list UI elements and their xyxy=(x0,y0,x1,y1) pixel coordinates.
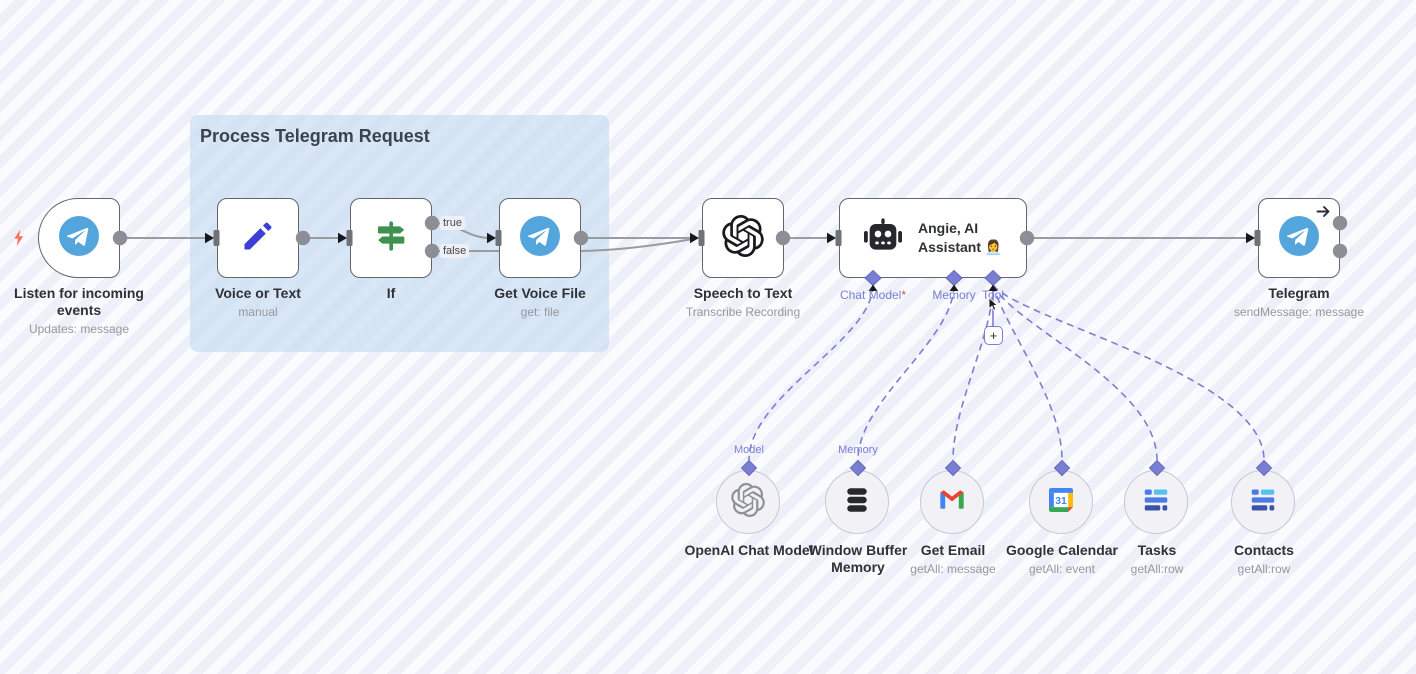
port-label-model: Model xyxy=(734,444,764,456)
port-tool-diamond[interactable] xyxy=(984,269,1002,287)
wire-label-false: false xyxy=(440,244,470,258)
openai-icon xyxy=(731,482,765,522)
output-port-voice-or-text[interactable] xyxy=(295,230,311,246)
port-memory-diamond[interactable] xyxy=(945,269,963,287)
output-port-if-true[interactable] xyxy=(424,215,440,231)
connection-tool-contacts[interactable] xyxy=(992,284,1265,461)
input-port-telegram[interactable] xyxy=(1254,230,1261,246)
node-if[interactable] xyxy=(350,198,432,278)
input-port-if[interactable] xyxy=(346,230,353,246)
subnode-tasks[interactable] xyxy=(1124,470,1188,534)
group-title: Process Telegram Request xyxy=(200,126,430,146)
lightning-trigger-icon xyxy=(10,229,27,252)
input-port-ai-assistant[interactable] xyxy=(835,230,842,246)
output-port-telegram-1[interactable] xyxy=(1332,215,1348,231)
subnode-contacts[interactable] xyxy=(1231,470,1295,534)
wire-label-true: true xyxy=(440,216,465,230)
arrowhead xyxy=(690,232,699,244)
baserow-icon xyxy=(1141,485,1171,520)
port-label-memory-sub: Memory xyxy=(838,444,878,456)
arrowhead xyxy=(487,232,496,244)
subnode-label-window-buffer-memory: Window Buffer Memory xyxy=(808,542,908,575)
node-label-voice-or-text: Voice or Text manual xyxy=(215,285,301,319)
port-label-chat-model: Chat Model* xyxy=(839,288,907,302)
node-label-speech-to-text: Speech to Text Transcribe Recording xyxy=(685,285,801,319)
telegram-icon xyxy=(59,215,99,261)
subnode-get-email[interactable] xyxy=(920,470,984,534)
port-tool-get-email-diamond[interactable] xyxy=(944,459,962,477)
subnode-label-get-email: Get Email getAll: message xyxy=(910,542,996,576)
output-port-trigger[interactable] xyxy=(112,230,128,246)
node-listen-for-incoming-events[interactable] xyxy=(38,198,120,278)
subnode-openai-chat-model[interactable] xyxy=(716,470,780,534)
openai-icon xyxy=(722,214,764,262)
node-label-if: If xyxy=(386,285,396,301)
input-port-voice-or-text[interactable] xyxy=(213,230,220,246)
connection-memory[interactable] xyxy=(857,284,955,461)
arrowhead xyxy=(338,232,347,244)
google-calendar-icon: 31 xyxy=(1049,487,1073,517)
port-label-tool: Tool xyxy=(981,288,1004,302)
robot-icon xyxy=(862,216,904,261)
port-tool-tasks-diamond[interactable] xyxy=(1148,459,1166,477)
svg-text:31: 31 xyxy=(1055,495,1067,506)
telegram-icon xyxy=(1279,215,1319,261)
telegram-icon xyxy=(520,215,560,261)
mouse-cursor xyxy=(988,296,1000,317)
port-tool-google-calendar-diamond[interactable] xyxy=(1053,459,1071,477)
port-label-memory: Memory xyxy=(932,288,976,302)
output-port-get-voice-file[interactable] xyxy=(573,230,589,246)
node-label-trigger: Listen for incoming events Updates: mess… xyxy=(14,285,144,336)
subnode-label-tasks: Tasks getAll:row xyxy=(1130,542,1184,576)
arrowhead-up xyxy=(988,284,998,291)
output-port-telegram-2[interactable] xyxy=(1332,243,1348,259)
arrowhead xyxy=(1246,232,1255,244)
subnode-window-buffer-memory[interactable] xyxy=(825,470,889,534)
output-port-ai-assistant[interactable] xyxy=(1019,230,1035,246)
node-speech-to-text[interactable] xyxy=(702,198,784,278)
output-port-speech-to-text[interactable] xyxy=(775,230,791,246)
output-port-if-false[interactable] xyxy=(424,243,440,259)
arrowhead xyxy=(827,232,836,244)
input-port-get-voice-file[interactable] xyxy=(495,230,502,246)
arrowhead xyxy=(205,232,214,244)
port-memory-sub-diamond[interactable] xyxy=(849,459,867,477)
node-label-get-voice-file: Get Voice File get: file xyxy=(494,285,586,319)
database-icon xyxy=(842,485,872,520)
arrow-right-icon xyxy=(1316,205,1331,223)
add-tool-button[interactable]: + xyxy=(984,326,1003,345)
gmail-icon xyxy=(938,488,966,517)
port-tool-contacts-diamond[interactable] xyxy=(1255,459,1273,477)
node-voice-or-text[interactable] xyxy=(217,198,299,278)
arrowhead-up xyxy=(868,284,878,291)
node-label-telegram: Telegram sendMessage: message xyxy=(1233,285,1365,319)
node-title: Angie, AI Assistant 👩‍💼 xyxy=(918,220,1003,255)
arrowhead-up xyxy=(949,284,959,291)
subnode-label-openai-chat-model: OpenAI Chat Model xyxy=(684,542,814,558)
connection-if-false-to-speech-to-text[interactable] xyxy=(432,238,691,252)
connection-tool-tasks[interactable] xyxy=(992,284,1158,461)
pencil-icon xyxy=(240,218,276,259)
baserow-icon xyxy=(1248,485,1278,520)
port-chat-model-diamond[interactable] xyxy=(864,269,882,287)
node-ai-assistant[interactable]: Angie, AI Assistant 👩‍💼 xyxy=(839,198,1027,278)
subnode-label-contacts: Contacts getAll:row xyxy=(1234,542,1294,576)
subnode-google-calendar[interactable]: 31 xyxy=(1029,470,1093,534)
node-telegram-send[interactable] xyxy=(1258,198,1340,278)
connection-chat-model[interactable] xyxy=(748,284,874,461)
port-model-diamond[interactable] xyxy=(740,459,758,477)
input-port-speech-to-text[interactable] xyxy=(698,230,705,246)
signpost-icon xyxy=(371,216,411,261)
subnode-label-google-calendar: Google Calendar getAll: event xyxy=(1005,542,1119,576)
